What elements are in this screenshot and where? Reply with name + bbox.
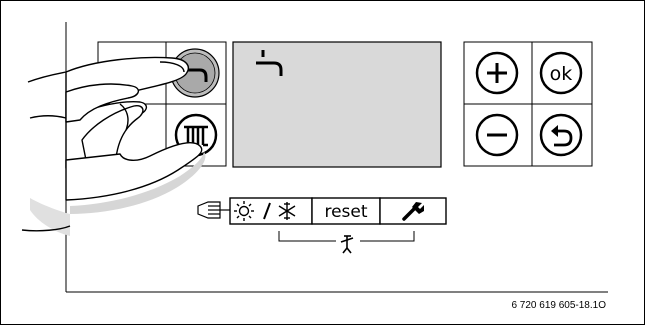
bracket-line bbox=[278, 231, 415, 242]
service-button[interactable] bbox=[379, 197, 447, 225]
radiator-icon bbox=[184, 125, 208, 147]
minus-button[interactable] bbox=[475, 113, 519, 157]
sun-snowflake-icon bbox=[234, 201, 296, 221]
plus-icon bbox=[487, 63, 507, 83]
return-arrow-icon bbox=[551, 125, 573, 147]
chimney-sweep-icon bbox=[340, 235, 354, 254]
right-button-block bbox=[463, 41, 593, 167]
summer-winter-button[interactable] bbox=[229, 197, 313, 225]
pointing-hand-icon bbox=[197, 201, 230, 219]
tap-icon bbox=[186, 68, 208, 82]
wrench-icon bbox=[402, 202, 424, 221]
back-button[interactable] bbox=[539, 113, 583, 157]
hand-illustration bbox=[21, 56, 206, 236]
reset-label: reset bbox=[324, 202, 367, 222]
figure-id: 6 720 619 605-18.1O bbox=[511, 300, 606, 311]
ok-button[interactable]: ok bbox=[539, 51, 583, 95]
ok-label: ok bbox=[550, 63, 573, 85]
reset-button[interactable]: reset bbox=[311, 197, 381, 225]
plus-button[interactable] bbox=[475, 51, 519, 95]
display-screen bbox=[232, 41, 442, 168]
display-tap-icon bbox=[256, 50, 283, 76]
